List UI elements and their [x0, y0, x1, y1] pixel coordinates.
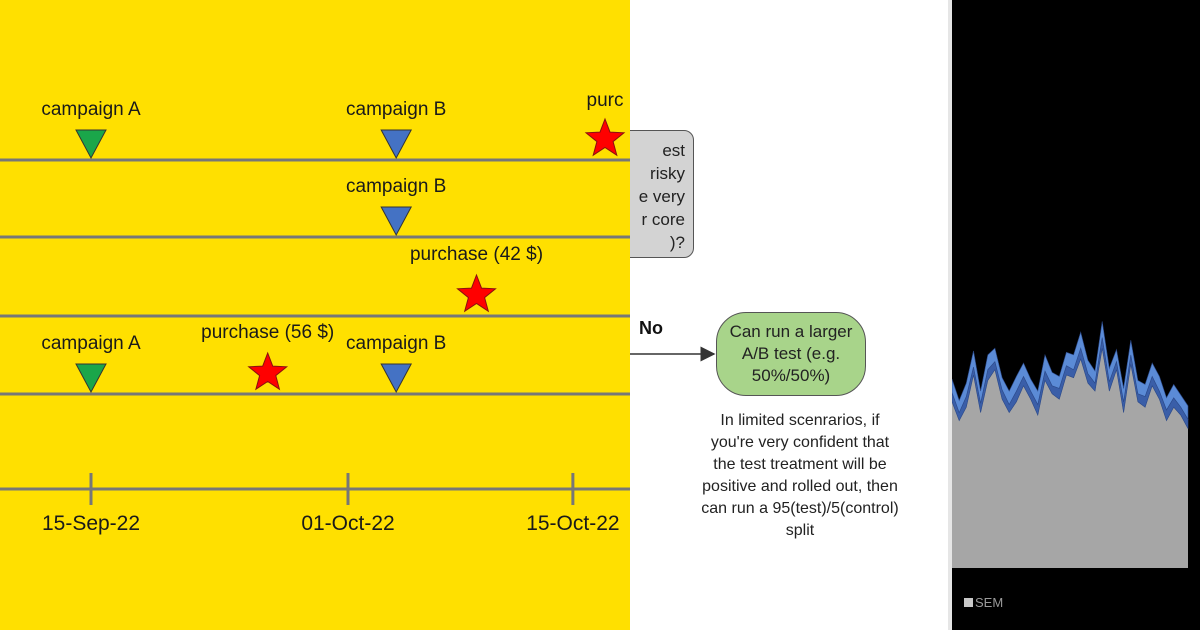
panel-divider: [948, 0, 952, 630]
decision-line: est: [662, 141, 685, 160]
decision-line: )?: [669, 233, 685, 252]
date-tick-label: 15-Oct-22: [526, 512, 620, 535]
campaign-label: campaign A: [41, 333, 141, 354]
note-line: you're very confident that: [710, 434, 890, 451]
campaign-marker-icon: [380, 129, 413, 160]
result-box: Can run a larger A/B test (e.g. 50%/50%): [716, 312, 866, 396]
chart-legend: SEM: [964, 595, 1003, 610]
legend-label: SEM: [975, 595, 1004, 610]
note-line: the test treatment will be: [713, 456, 887, 473]
note-line: In limited scenrarios, if: [720, 412, 880, 429]
area-series-sem: [952, 348, 1188, 568]
purchase-label: purchase (56 $): [201, 322, 335, 343]
purchase-star-icon: [456, 273, 497, 313]
campaign-label: campaign B: [346, 333, 447, 354]
campaign-label: campaign A: [41, 99, 141, 120]
campaign-label: campaign B: [346, 99, 447, 120]
area-chart: [952, 321, 1189, 568]
result-line: A/B test (e.g.: [741, 344, 841, 363]
date-tick-label: 15-Sep-22: [41, 512, 141, 535]
flowchart-arrows: [630, 346, 716, 362]
purchase-label: purc: [586, 90, 624, 111]
decision-line: r core: [641, 210, 685, 229]
area-series-band: [952, 321, 1189, 421]
date-tick-label: 01-Oct-22: [301, 512, 395, 535]
flowchart-panel: est risky e very r core )? No Can run a …: [630, 0, 948, 630]
campaign-marker-icon: [380, 206, 413, 237]
note-line: split: [785, 522, 815, 539]
campaign-marker-icon: [75, 363, 107, 394]
result-line: 50%/50%): [751, 366, 831, 385]
purchase-star-icon: [584, 117, 626, 157]
note-line: positive and rolled out, then: [702, 478, 898, 495]
no-label: No: [639, 318, 663, 338]
note-line: can run a 95(test)/5(control): [701, 500, 899, 517]
campaign-label: campaign B: [346, 176, 447, 197]
decision-line: risky: [650, 164, 685, 183]
area-chart-panel: SEM: [952, 0, 1200, 630]
legend-swatch: [964, 598, 973, 607]
decision-line: e very: [638, 187, 685, 206]
result-line: Can run a larger: [729, 322, 853, 341]
campaign-marker-icon: [75, 129, 107, 160]
timeline-graphic: [0, 117, 630, 505]
purchase-label: purchase (42 $): [409, 244, 544, 265]
timeline-panel: 15-Sep-22 01-Oct-22 15-Oct-22 campaign A cam…: [0, 0, 630, 630]
campaign-marker-icon: [380, 363, 413, 394]
purchase-star-icon: [247, 351, 289, 391]
decision-box: est risky e very r core )?: [630, 130, 694, 258]
note-text: In limited scenrarios, if you're very co…: [676, 410, 924, 542]
